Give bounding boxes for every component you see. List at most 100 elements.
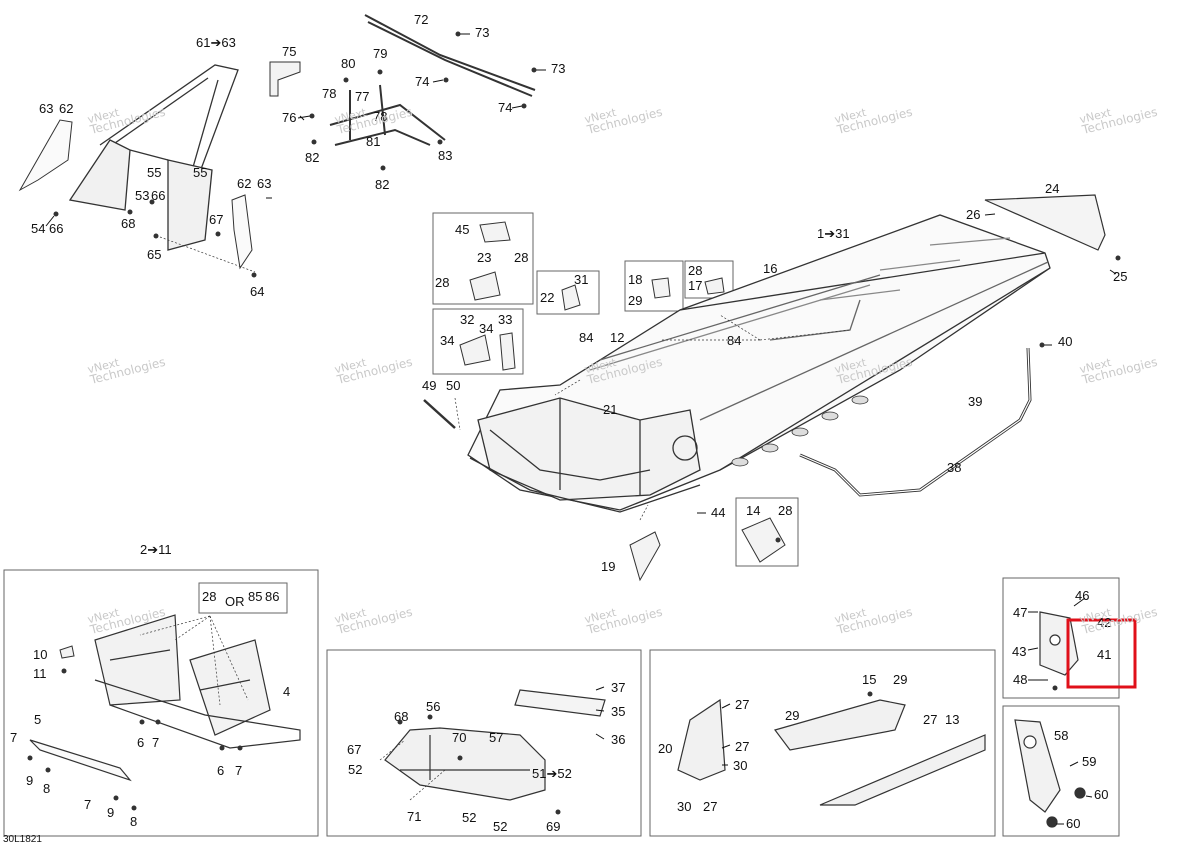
callout-6: 6 [217,763,224,778]
callout-85: 85 [248,589,262,604]
callout-28: 28 [688,263,702,278]
callout-28: 28 [514,250,528,265]
callout-14: 14 [746,503,760,518]
callout-21: 21 [603,402,617,417]
front-rod-49 [423,399,456,429]
callout-67: 67 [347,742,361,757]
callout-23: 23 [477,250,491,265]
callout-41: 41 [1097,647,1111,662]
callout-80: 80 [341,56,355,71]
detail-box-17-28 [684,260,734,299]
callout-78: 78 [322,86,336,101]
callout-61: 61➔63 [196,35,236,50]
callout-38: 38 [947,460,961,475]
fastener-dots [27,31,1121,815]
callout-29: 29 [628,293,642,308]
callout-7: 7 [84,797,91,812]
callout-37: 37 [611,680,625,695]
callout-5: 5 [34,712,41,727]
callout-13: 13 [945,712,959,727]
tunnel-vent-holes [731,395,869,467]
callout-35: 35 [611,704,625,719]
callout-31: 31 [574,272,588,287]
callout-7: 7 [152,735,159,750]
detail-box-bracket-58 [1002,705,1120,837]
front-frame-detail [29,614,301,782]
callout-49: 49 [422,378,436,393]
callout-52: 52 [493,819,507,834]
callout-83: 83 [438,148,452,163]
callout-labels: 1➔31 2➔11 4 5 6 6 7 7 7 7 8 8 9 9 10 11 … [10,12,1127,834]
callout-45: 45 [455,222,469,237]
callout-53: 53 [135,188,149,203]
drawing-code: 30L1821 [3,834,42,845]
callout-2: 2➔11 [140,542,172,557]
callout-28: 28 [778,503,792,518]
detail-box-22-31 [536,270,600,315]
callout-62: 62 [237,176,251,191]
callout-32: 32 [460,312,474,327]
callout-62: 62 [59,101,73,116]
callout-27: 27 [703,799,717,814]
callout-60: 60 [1066,816,1080,831]
callout-12: 12 [610,330,624,345]
callout-70: 70 [452,730,466,745]
callout-20: 20 [658,741,672,756]
callout-34: 34 [440,333,454,348]
callout-82: 82 [305,150,319,165]
callout-9: 9 [107,805,114,820]
callout-46: 46 [1075,588,1089,603]
callout-8: 8 [43,781,50,796]
callout-73: 73 [475,25,489,40]
callout-30: 30 [677,799,691,814]
callout-57: 57 [489,730,503,745]
callout-7: 7 [10,730,17,745]
callout-54: 54 [31,221,45,236]
detail-box-bracket-42 [1002,577,1120,699]
callout-4: 4 [283,684,290,699]
detail-box-32-34 [432,308,524,375]
callout-16: 16 [763,261,777,276]
callout-52: 52 [348,762,362,777]
callout-74: 74 [498,100,512,115]
upper-column-frame [68,64,239,251]
callout-50: 50 [446,378,460,393]
callout-73: 73 [551,61,565,76]
callout-79: 79 [373,46,387,61]
callout-30: 30 [733,758,747,773]
callout-36: 36 [611,732,625,747]
callout-34: 34 [479,321,493,336]
callout-26: 26 [966,207,980,222]
callout-42: 42 [1097,615,1111,630]
callout-63: 63 [257,176,271,191]
callout-27: 27 [735,697,749,712]
hardware-pointer-arrows [45,33,1117,825]
callout-43: 43 [1012,644,1026,659]
callout-29: 29 [785,708,799,723]
callout-68: 68 [121,216,135,231]
callout-9: 9 [26,773,33,788]
callout-10: 10 [33,647,47,662]
callout-29: 29 [893,672,907,687]
side-panels-detail [677,698,986,806]
detail-box-45-23 [432,212,534,305]
callout-55: 55 [193,165,207,180]
callout-58: 58 [1054,728,1068,743]
callout-84: 84 [579,330,593,345]
or-label: OR [225,594,245,609]
callout-15: 15 [862,672,876,687]
callout-22: 22 [540,290,554,305]
callout-84: 84 [727,333,741,348]
callout-39: 39 [968,394,982,409]
detail-box-side-panels [649,649,996,837]
support-rod-inner [799,347,1031,496]
callout-47: 47 [1013,605,1027,620]
callout-77: 77 [355,89,369,104]
callout-17: 17 [688,278,702,293]
callout-27: 27 [923,712,937,727]
callout-27: 27 [735,739,749,754]
callout-24: 24 [1045,181,1059,196]
callout-82: 82 [375,177,389,192]
callout-74: 74 [415,74,429,89]
